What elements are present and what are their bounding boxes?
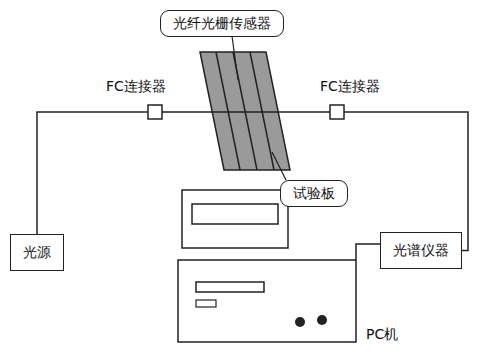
connector-label: FC连接器 — [104, 78, 168, 96]
leader-line — [232, 36, 238, 80]
computer-label: PC机 — [364, 326, 400, 344]
optical-fiber — [37, 112, 468, 250]
connector-label: FC连接器 — [318, 78, 382, 96]
drive-slot — [196, 300, 216, 307]
light-source-box: 光源 — [10, 234, 64, 271]
grating-strip — [250, 52, 274, 170]
fc-connector — [148, 105, 162, 119]
computer-case — [178, 260, 356, 342]
knob — [295, 317, 305, 327]
test-plate — [200, 52, 290, 170]
fc-connector — [330, 105, 344, 119]
node-text: 光源 — [23, 244, 51, 261]
sensor-callout: 光纤光栅传感器 — [160, 10, 284, 37]
node-text: 光谱仪器 — [393, 242, 449, 259]
node-text: 光纤光栅传感器 — [173, 15, 271, 32]
monitor-screen — [192, 204, 278, 224]
instrument-box: 光谱仪器 — [380, 232, 462, 269]
node-text: 试验板 — [293, 185, 335, 202]
leader-line — [272, 152, 286, 180]
knob — [317, 315, 327, 325]
data-cable — [356, 244, 380, 260]
plate-callout: 试验板 — [280, 180, 348, 207]
monitor — [182, 190, 288, 248]
drive-slot — [196, 282, 264, 292]
